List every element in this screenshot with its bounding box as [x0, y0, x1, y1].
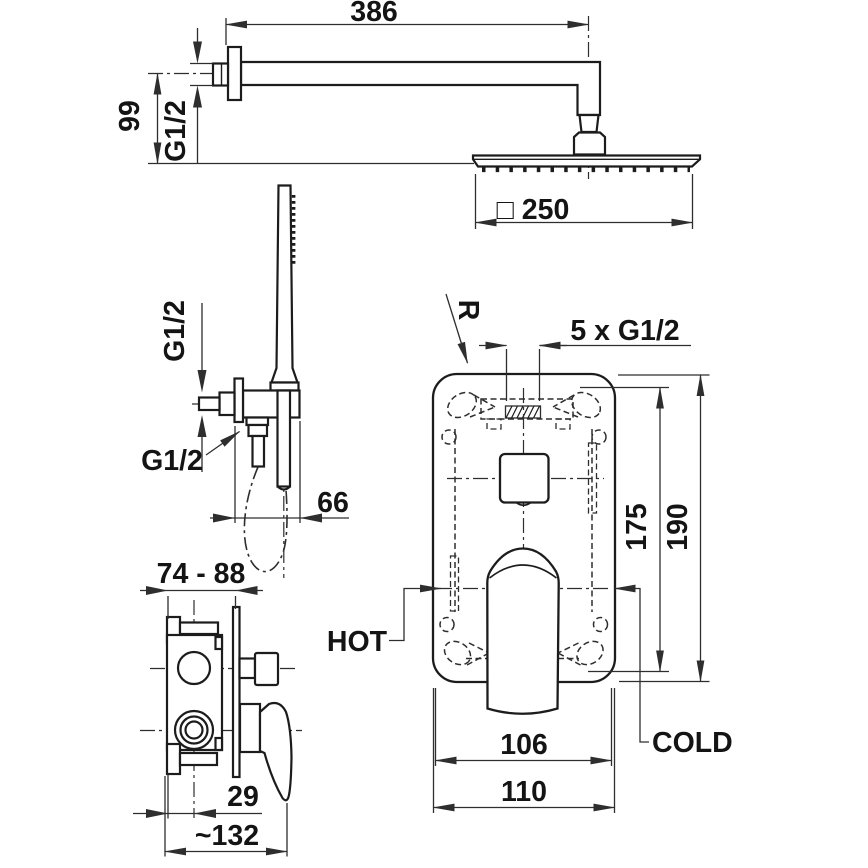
top-connection: [480, 398, 574, 430]
dim-connections: 5 x G1/2: [570, 315, 679, 347]
dim-head-size: □ 250: [497, 194, 570, 226]
dim-plate-width: 110: [501, 776, 547, 808]
dim-drop-height: 99: [114, 100, 146, 132]
hose-outlet-nut: [247, 423, 269, 438]
shower-head: [471, 154, 702, 168]
dim-holder-depth: 66: [317, 487, 349, 519]
cover-plate-side: [231, 605, 241, 779]
dim-outlet-thread: G1/2: [141, 445, 203, 477]
lever-handle-side: [258, 701, 293, 802]
lower-port: [173, 709, 215, 751]
shower-arm: [239, 60, 602, 117]
wall-thread-stub: [211, 62, 230, 87]
dim-arm-length: 386: [350, 0, 398, 28]
shower-arm-view: 386 99 G1/2 □ 250: [114, 0, 702, 229]
diverter-knob-side: [253, 651, 280, 687]
mixer-side-view: 74 - 88 29 ~132: [133, 558, 302, 857]
wand-handle: [276, 389, 292, 488]
dim-plate-height: 190: [662, 503, 694, 551]
dim-wall-thread: G1/2: [160, 100, 192, 162]
dim-port-span-height: 175: [621, 503, 653, 551]
shower-hose: [243, 466, 288, 573]
lever-handle-front: [486, 547, 560, 715]
label-cold-supply: COLD: [652, 727, 733, 759]
holder-flange: [233, 377, 245, 424]
dim-port-span-width: 106: [500, 729, 548, 761]
mounting-ears: [439, 391, 609, 666]
mixer-front-view: R 5 x G1/2 175 190 106 110 HOT COLD: [327, 293, 733, 813]
dim-axis-offset: 29: [227, 781, 259, 813]
label-hot-supply: HOT: [327, 626, 388, 658]
upper-port: [176, 650, 212, 686]
dim-overall-depth: ~132: [195, 820, 259, 852]
diverter-knob-front: [498, 452, 550, 504]
label-corner-radius: R: [452, 300, 484, 321]
dim-holder-thread: G1/2: [159, 300, 191, 362]
dim-install-depth: 74 - 88: [157, 558, 246, 590]
hand-shower-view: G1/2 G1/2 66: [141, 184, 349, 578]
wall-flange: [226, 45, 243, 102]
